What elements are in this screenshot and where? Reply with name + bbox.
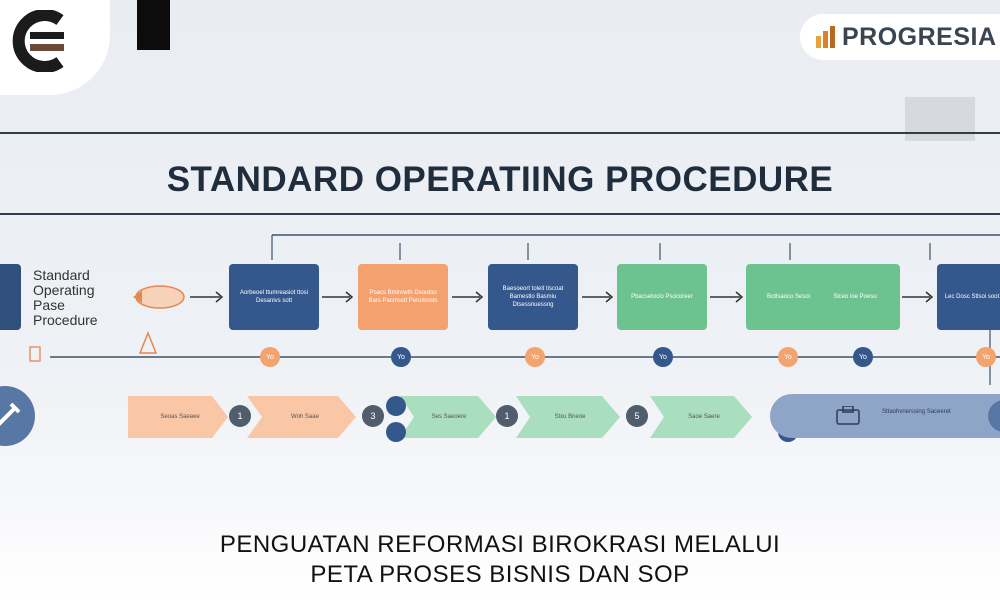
grey-block — [905, 97, 975, 141]
step-card-text: Pbacsetoclo Psocoreer — [631, 294, 693, 300]
logo-badge — [0, 0, 110, 95]
document-icon — [836, 406, 860, 425]
side-label-line: Pase — [33, 297, 65, 313]
step-card: Poacs Bmirowth Dsoutoo Bars Pacmsstt Per… — [358, 264, 448, 330]
chevron-label: Ses Saeoere — [431, 414, 467, 420]
step-card: Baesoeort toleit tiscoat Bamestlo Basmiu… — [488, 264, 578, 330]
black-tab — [137, 0, 170, 50]
footer-title: PENGUATAN REFORMASI BIROKRASI MELALUI PE… — [0, 530, 1000, 590]
connector-lines — [29, 234, 1000, 385]
step-card-text: Lec Dosc Stlsoi soot — [944, 294, 1000, 300]
final-process-bar: Sttaohvnerssing Saceeret — [770, 394, 1000, 438]
chevron-label: Saoe Saere — [688, 414, 720, 420]
chevron-label: Stxu Bneoe — [554, 414, 586, 420]
step-card-text: Aorbeoel ttumreasiot ttosi Desanivs sott — [239, 290, 309, 304]
company-logo-icon — [12, 10, 64, 72]
connector-dot-icon: Yo — [525, 347, 545, 367]
final-bar-text: Sttaohvnerssing Saceeret — [882, 409, 951, 415]
tools-icon — [0, 386, 35, 446]
side-label-line: Operating — [33, 282, 95, 298]
connector-dot-icon: Yo — [976, 347, 996, 367]
connector-dot-icon: Yo — [391, 347, 411, 367]
step-card-text: Slceo loe Poesu — [833, 294, 877, 300]
left-square — [0, 264, 21, 330]
small-node-icon — [386, 422, 406, 442]
step-card-text: Botlsaoco Sesoiut — [766, 294, 816, 300]
footer-line: PENGUATAN REFORMASI BIROKRASI MELALUI — [219, 531, 781, 558]
side-label-line: Standard — [33, 267, 90, 283]
top-rule — [0, 132, 1000, 134]
brand-badge: PROGRESIA — [800, 14, 1000, 60]
bar-chart-logo-icon — [816, 26, 835, 48]
step-card: Aorbeoel ttumreasiot ttosi Desanivs sott — [229, 264, 319, 330]
chevron-label: Seoas Saeaee — [160, 414, 200, 420]
chevron-label: Woh Saae — [291, 414, 319, 420]
connector-dot-icon: Yo — [853, 347, 873, 367]
side-label-line: Procedure — [33, 312, 98, 328]
step-card: Slceo loe Poesu — [810, 264, 900, 330]
step-number: 1 — [496, 405, 518, 427]
footer-line: PETA PROSES BISNIS DAN SOP — [310, 561, 690, 588]
diagram-title: STANDARD OPERATIING PROCEDURE — [166, 160, 834, 199]
step-number: 5 — [626, 405, 648, 427]
title-rule — [0, 213, 1000, 215]
connector-dot-icon: Yo — [778, 347, 798, 367]
connector-dot-icon: Yo — [653, 347, 673, 367]
side-label: Standard Operating Pase Procedure — [33, 268, 98, 328]
brand-name: PROGRESIA — [842, 22, 997, 51]
step-card: Pbacsetoclo Psocoreer — [617, 264, 707, 330]
step-card-text: Baesoeort toleit tiscoat Bamestlo Basmiu… — [502, 286, 564, 308]
step-number: 3 — [362, 405, 384, 427]
step-number: 1 — [229, 405, 251, 427]
final-circle-icon — [988, 400, 1000, 432]
step-card: Lec Dosc Stlsoi soot — [937, 264, 1000, 330]
chevron-arrows — [128, 396, 752, 438]
small-node-icon — [386, 396, 406, 416]
connector-dot-icon: Yo — [260, 347, 280, 367]
step-card-text: Poacs Bmirowth Dsoutoo Bars Pacmsstt Per… — [368, 290, 438, 304]
